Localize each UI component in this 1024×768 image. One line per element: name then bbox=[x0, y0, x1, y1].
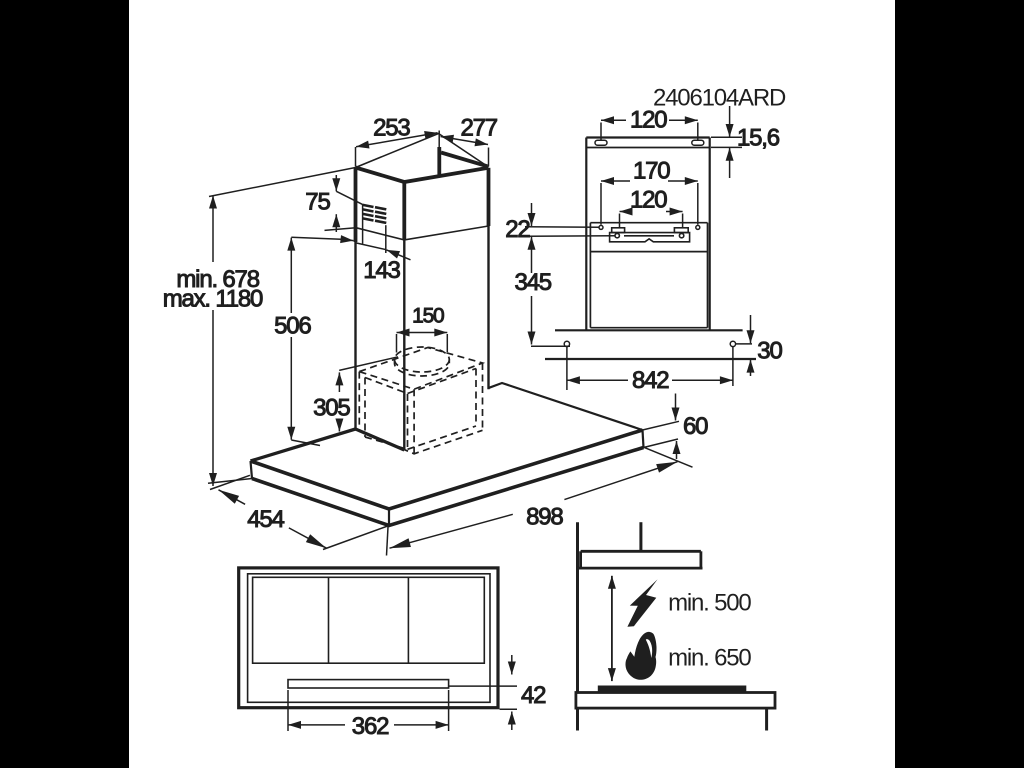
svg-text:min. 678: min. 678 bbox=[176, 266, 259, 293]
svg-text:305: 305 bbox=[313, 395, 350, 422]
svg-text:30: 30 bbox=[757, 338, 782, 365]
svg-text:120: 120 bbox=[630, 107, 667, 134]
svg-text:75: 75 bbox=[305, 189, 330, 216]
svg-text:150: 150 bbox=[412, 305, 444, 328]
svg-text:120: 120 bbox=[630, 187, 667, 214]
svg-text:2406104ARD: 2406104ARD bbox=[653, 85, 786, 112]
svg-text:22: 22 bbox=[505, 216, 530, 243]
svg-text:min. 650: min. 650 bbox=[668, 644, 751, 671]
svg-text:277: 277 bbox=[461, 115, 498, 142]
svg-text:345: 345 bbox=[515, 269, 552, 296]
svg-text:max. 1180: max. 1180 bbox=[163, 285, 263, 312]
svg-text:min. 500: min. 500 bbox=[668, 590, 751, 617]
svg-text:454: 454 bbox=[247, 506, 284, 533]
svg-text:170: 170 bbox=[633, 158, 670, 185]
svg-text:842: 842 bbox=[632, 367, 669, 394]
svg-text:362: 362 bbox=[352, 713, 389, 740]
svg-text:15,6: 15,6 bbox=[737, 125, 780, 152]
svg-text:42: 42 bbox=[521, 682, 546, 709]
svg-text:60: 60 bbox=[683, 413, 708, 440]
svg-text:506: 506 bbox=[274, 313, 311, 340]
svg-text:253: 253 bbox=[373, 115, 410, 142]
svg-text:898: 898 bbox=[526, 503, 563, 530]
svg-text:143: 143 bbox=[363, 257, 400, 284]
